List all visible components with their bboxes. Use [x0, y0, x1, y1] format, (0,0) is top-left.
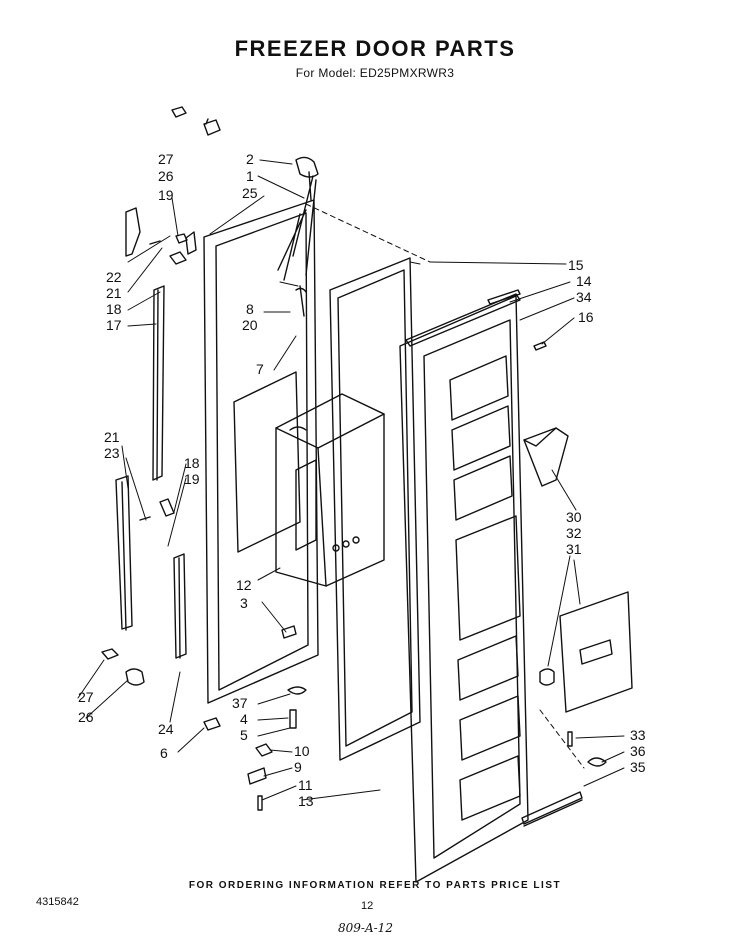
callout-8: 8 — [246, 301, 254, 317]
callout-21: 21 — [106, 285, 122, 301]
callout-14: 14 — [576, 273, 592, 289]
callout-6: 6 — [160, 745, 168, 761]
page-title: FREEZER DOOR PARTS — [234, 36, 516, 61]
callout-22: 22 — [106, 269, 122, 285]
hinge-bottom — [101, 648, 145, 686]
callout-18: 18 — [106, 301, 122, 317]
callout-19: 19 — [158, 187, 174, 203]
top-trim — [405, 289, 547, 351]
callout-36: 36 — [630, 743, 646, 759]
door-gasket — [329, 257, 421, 761]
wiring-harness — [277, 156, 319, 317]
callout-37: 37 — [232, 695, 248, 711]
callout-13: 13 — [298, 793, 314, 809]
callout-10: 10 — [294, 743, 310, 759]
callout-12: 12 — [236, 577, 252, 593]
callout-15: 15 — [568, 257, 584, 273]
callout-21b: 21 — [104, 429, 120, 445]
callout-26b: 26 — [78, 709, 94, 725]
callout-11: 11 — [298, 777, 313, 793]
lower-hinge-parts — [203, 625, 307, 811]
hinge-top — [171, 106, 221, 136]
callout-3: 3 — [240, 595, 248, 611]
left-trim-strip-lower — [115, 475, 133, 631]
callout-27: 27 — [158, 151, 174, 167]
callout-4: 4 — [240, 711, 248, 727]
callout-34: 34 — [576, 289, 592, 305]
callout-19b: 19 — [184, 471, 200, 487]
page-number: 12 — [361, 900, 374, 912]
callout-24: 24 — [158, 721, 174, 737]
callout-1: 1 — [246, 168, 254, 184]
callout-31: 31 — [566, 541, 582, 557]
control-panel — [539, 591, 633, 713]
callout-26: 26 — [158, 168, 174, 184]
callout-17: 17 — [106, 317, 122, 333]
callout-9: 9 — [294, 759, 302, 775]
leader-lines — [77, 159, 625, 801]
callout-33: 33 — [630, 727, 646, 743]
bottom-trim-strip — [173, 553, 187, 659]
callout-35: 35 — [630, 759, 646, 775]
callout-30: 30 — [566, 509, 582, 525]
outer-door-panel — [203, 199, 319, 704]
callout-20: 20 — [242, 317, 258, 333]
callout-18b: 18 — [184, 455, 200, 471]
callout-16: 16 — [578, 309, 594, 325]
dispenser-housing — [275, 393, 385, 587]
callout-25: 25 — [242, 185, 258, 201]
handwritten-note: 809-A-12 — [338, 921, 393, 935]
ordering-note: FOR ORDERING INFORMATION REFER TO PARTS … — [188, 880, 562, 891]
callout-labels: 2 1 25 27 26 19 22 21 18 17 8 20 7 15 14… — [78, 151, 646, 809]
callout-5: 5 — [240, 727, 248, 743]
callout-23: 23 — [104, 445, 120, 461]
callout-27b: 27 — [78, 689, 94, 705]
bottom-parts — [521, 731, 607, 827]
ice-chute — [523, 427, 569, 487]
model-subtitle: For Model: ED25PMXRWR3 — [295, 66, 455, 80]
insulation-panel — [233, 371, 301, 553]
left-trim-strip-upper — [125, 207, 165, 481]
callout-32: 32 — [566, 525, 582, 541]
callout-2: 2 — [246, 151, 254, 167]
callout-7: 7 — [256, 361, 264, 377]
document-number: 4315842 — [36, 896, 79, 908]
inner-door-liner — [399, 295, 529, 883]
